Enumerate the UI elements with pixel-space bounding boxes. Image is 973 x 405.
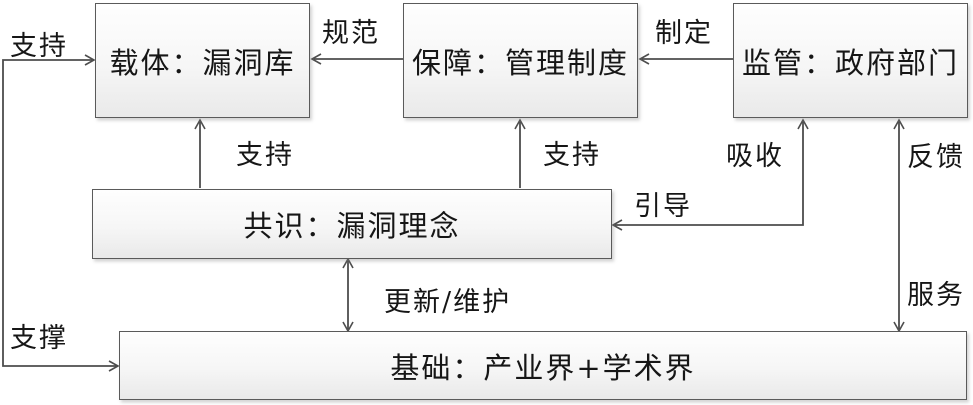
- edge-label-feedback: 反馈: [907, 142, 965, 173]
- arrowhead-support-guarantee: [514, 118, 526, 130]
- edge-label-guide: 引导: [634, 191, 692, 222]
- edge-label-support-top-left: 支持: [10, 31, 68, 62]
- arrowhead-into-carrier-left: [84, 54, 96, 66]
- arrowhead-into-foundation-left: [108, 360, 120, 372]
- box-regulator-government: 监管：政府部门: [733, 3, 968, 118]
- edge-label-absorb: 吸收: [726, 141, 784, 172]
- edge-label-formulate: 制定: [655, 18, 713, 49]
- arrowhead-standard: [310, 53, 322, 65]
- arrowhead-service: [893, 321, 905, 333]
- box-guarantee-management-system: 保障：管理制度: [403, 3, 638, 118]
- box-consensus-vulnerability-concept: 共识：漏洞理念: [92, 189, 612, 259]
- edge-label-underpin: 支撑: [10, 323, 68, 354]
- arrowhead-guide: [611, 219, 623, 231]
- box-foundation-industry-academia: 基础：产业界+学术界: [119, 331, 967, 400]
- edge-label-support-to-carrier: 支持: [236, 140, 294, 171]
- arrowhead-update-top: [342, 257, 354, 269]
- arrowhead-feedback: [893, 118, 905, 130]
- edge-label-standard: 规范: [322, 18, 380, 49]
- box-carrier-vulnerability-database: 载体：漏洞库: [95, 3, 310, 118]
- arrowhead-formulate: [638, 53, 650, 65]
- arrowhead-support-carrier: [194, 118, 206, 130]
- arrowhead-absorb: [797, 118, 809, 130]
- edge-label-service: 服务: [907, 280, 965, 311]
- edge-label-support-to-guarantee: 支持: [543, 140, 601, 171]
- arrowhead-update-bottom: [342, 321, 354, 333]
- edge-label-update-maintain: 更新/维护: [384, 287, 512, 318]
